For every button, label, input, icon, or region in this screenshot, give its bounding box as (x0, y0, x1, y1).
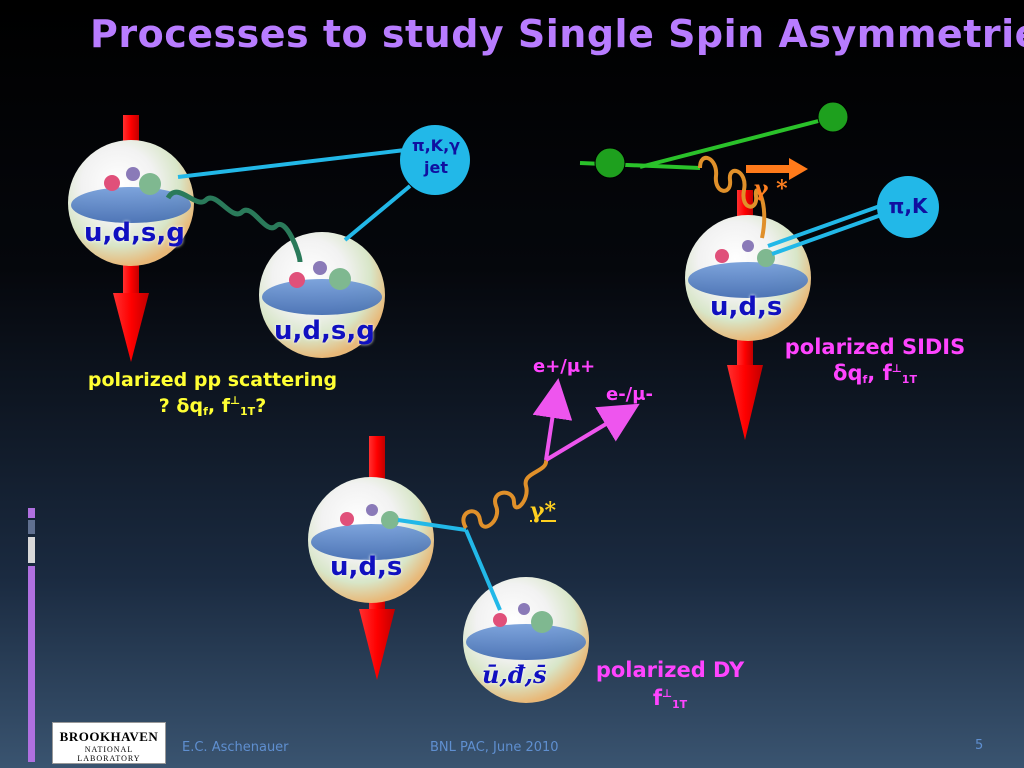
pp-caption-mid: , f (207, 395, 230, 417)
pp-caption-line1: polarized pp scattering (87, 369, 338, 391)
hadron-line-2 (771, 212, 885, 256)
logo-line1: BROOKHAVEN (59, 729, 159, 744)
dy-caption-perp: ⊥ (661, 687, 673, 700)
dy-antiquark-line (464, 529, 502, 611)
electron-in (594, 147, 626, 179)
virtual-photon-sidis (698, 155, 767, 239)
sidis-caption-prefix: δq (833, 361, 863, 385)
dy-antiproton (463, 577, 589, 703)
pp-final-state-circle (400, 125, 470, 195)
pp-caption-perp: ⊥ (229, 394, 241, 407)
sidis-caption-line1: polarized SIDIS (784, 335, 966, 359)
pp-final-state-line2: jet (424, 158, 448, 177)
dy-caption-sub: 1T (672, 698, 688, 711)
pp-caption-suffix: ? (255, 395, 267, 417)
logo-line2: NATIONAL LABORATORY (77, 745, 141, 763)
slide-number: 5 (975, 738, 984, 753)
dy-caption-f: f (652, 686, 662, 710)
slide-title: Processes to study Single Spin Asymmetri… (90, 12, 1024, 56)
pp-caption-f-sub: f (203, 405, 208, 418)
bnl-logo: BROOKHAVEN NATIONAL LABORATORY (52, 722, 166, 764)
accent-bar-1 (28, 508, 35, 518)
sidis-caption: polarized SIDIS δqf, f⊥1T (770, 334, 980, 390)
hadron-line-1 (767, 204, 881, 248)
dy-caption-line1: polarized DY (595, 658, 745, 682)
dy-proton-label: u,d,s (330, 552, 403, 582)
photon-direction-arrow (746, 158, 808, 180)
sidis-caption-line2: δqf, f⊥1T (770, 360, 980, 390)
sidis-hadron-label: π,K (888, 194, 928, 218)
dy-caption-line2: f⊥1T (590, 684, 750, 716)
pp-caption-sub: 1T (240, 405, 256, 418)
accent-bar-2 (28, 520, 35, 534)
dy-quark-line (397, 518, 467, 532)
jet-line-1 (177, 148, 406, 179)
sidis-hadron-circle (877, 176, 939, 238)
footer-event: BNL PAC, June 2010 (430, 740, 559, 755)
electron-beam-out (639, 116, 831, 169)
lepton-plus-line (532, 378, 573, 461)
pp-proton-1-label: u,d,s,g (84, 218, 185, 248)
pp-caption-prefix: ? δq (158, 395, 204, 417)
accent-bar-4 (28, 566, 35, 762)
electron-out (817, 101, 849, 133)
sidis-proton-label: u,d,s (710, 292, 783, 322)
gluon-line (165, 189, 303, 263)
dy-proton (308, 477, 434, 603)
sidis-caption-perp: ⊥ (891, 362, 902, 375)
sidis-proton (685, 215, 811, 341)
pp-proton-1 (68, 140, 194, 266)
pp-proton-2-label: u,d,s,g (274, 316, 375, 346)
sidis-caption-sub: 1T (901, 373, 917, 386)
pp-final-state-label: π,K,γ jet (405, 135, 467, 179)
sidis-photon-label: γ * (754, 176, 788, 202)
pp-caption-line2: ? δqf, f⊥1T? (60, 393, 365, 422)
lepton-plus-label: e+/μ+ (533, 356, 596, 377)
jet-line-2 (343, 184, 412, 242)
dy-photon-label: γ* (530, 498, 557, 524)
pp-caption: polarized pp scattering ? δqf, f⊥1T? (60, 367, 365, 422)
footer-author: E.C. Aschenauer (182, 740, 289, 755)
sidis-caption-f-sub: f (862, 373, 868, 386)
lepton-minus-line (544, 403, 640, 462)
pp-final-state-line1: π,K,γ (411, 136, 461, 155)
dy-antiquark-label: ū,đ,s̄ (482, 660, 547, 689)
virtual-photon-dy (461, 459, 548, 530)
pp-proton-2 (259, 232, 385, 358)
sidis-caption-mid: , f (867, 361, 892, 385)
lepton-minus-label: e-/μ- (606, 384, 653, 405)
accent-bar-3 (28, 537, 35, 563)
dy-caption: polarized DY f⊥1T (590, 656, 750, 716)
